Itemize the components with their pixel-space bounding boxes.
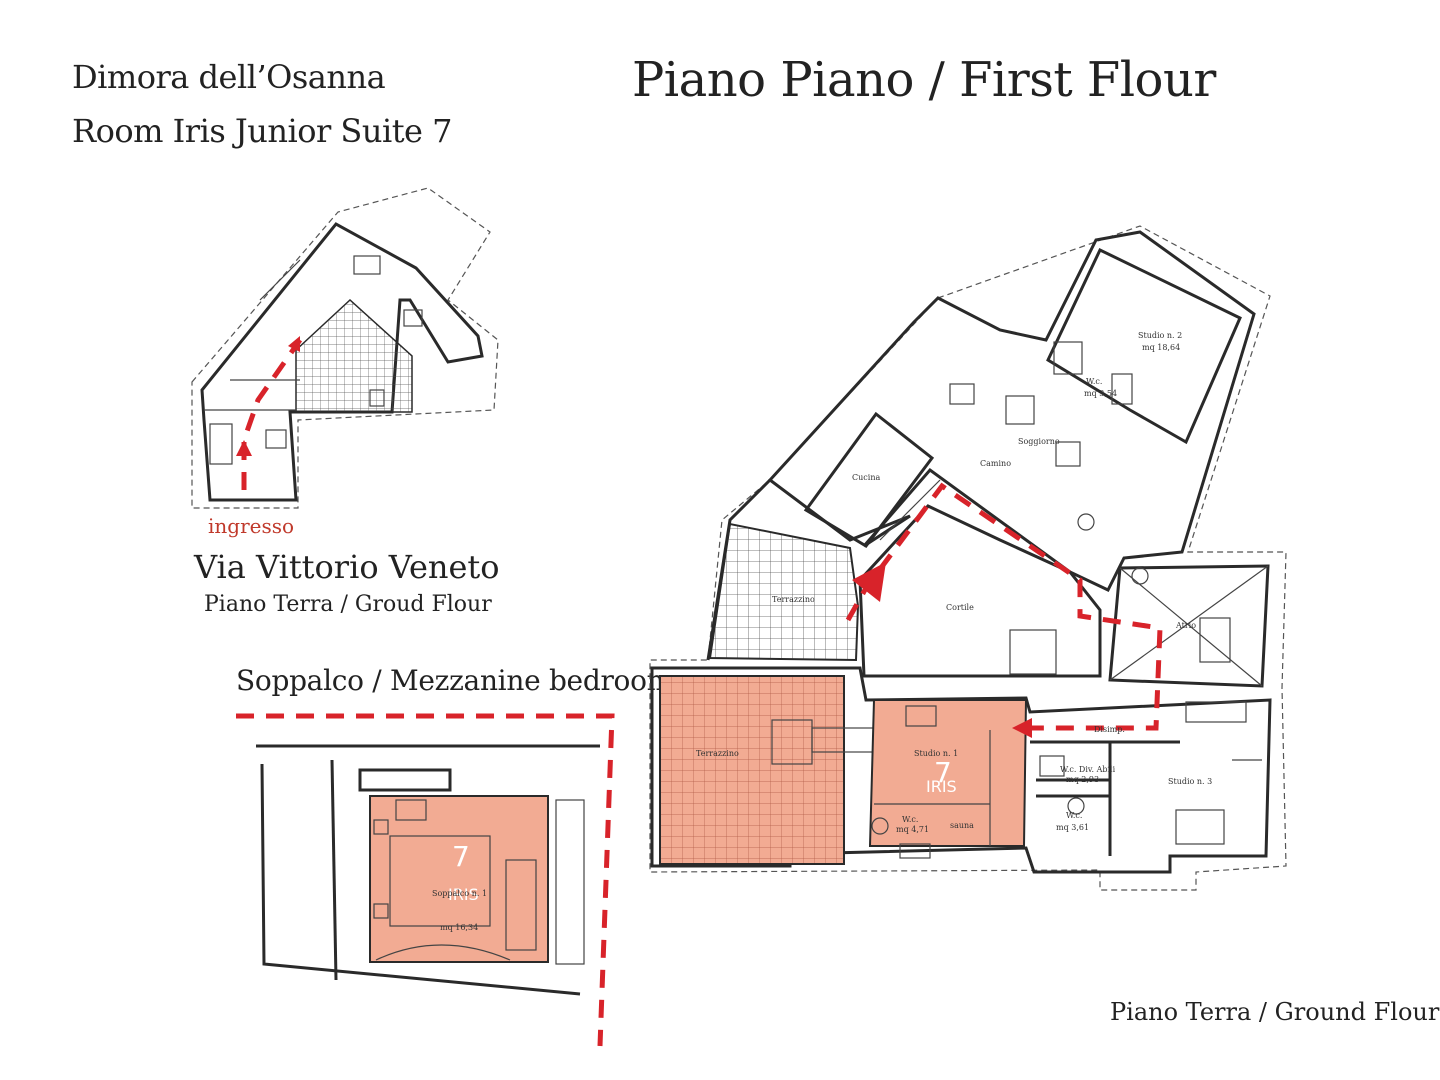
label-sauna: sauna [950,821,974,830]
mezzanine-suite [369,795,549,963]
label-terrazzino-2: Terrazzino [696,749,739,758]
label-wc2: W.c. [902,815,918,824]
ground-floor-label: Piano Terra / Groud Flour [204,592,492,617]
label-soggiorno: Soggiorno [1018,437,1060,446]
floor-title: Piano Piano / First Flour [632,52,1216,108]
suite-number: 7 [934,756,952,789]
suite-name: IRIS [926,777,957,796]
label-terrazzino-1: Terrazzino [772,595,815,604]
ground-floor-plan [191,187,499,509]
mezzanine-title: Soppalco / Mezzanine bedroom [236,664,673,697]
mezzanine-plan: 7 IRIS Soppalco n. 1 mq 16,34 [236,713,615,1047]
label-studio3: Studio n. 3 [1168,777,1212,786]
label-studio2-area: mq 18,64 [1142,343,1180,352]
label-studio1: Studio n. 1 [914,749,958,758]
entrance-label: ingresso [208,514,295,538]
label-cortile: Cortile [946,603,974,612]
mezzanine-area: mq 16,34 [440,923,478,932]
label-wc1-area: mq 3,54 [1084,389,1117,398]
room-name: Room Iris Junior Suite 7 [72,112,453,150]
label-camino: Camino [980,459,1011,468]
label-wc2-area: mq 4,71 [896,825,929,834]
label-wc-div-area: mq 2,93 [1066,775,1099,784]
label-wc1: W.c. [1086,377,1102,386]
label-studio2: Studio n. 2 [1138,331,1182,340]
label-wc3: W.c. [1066,811,1082,820]
footer-floor-label: Piano Terra / Ground Flour [1110,998,1440,1026]
terrace-suite [659,675,845,865]
label-wc3-area: mq 3,61 [1056,823,1089,832]
label-wc-div: W.c. Div. Abili [1060,765,1116,774]
label-atrio: Atrio [1175,621,1196,630]
mezzanine-suite-number: 7 [452,840,470,873]
mezzanine-room-label: Soppalco n. 1 [432,889,487,898]
mezzanine-suite-name: IRIS [448,885,479,904]
label-disimpegno: Disimp. [1094,725,1125,734]
label-cucina: Cucina [852,473,880,482]
street-name: Via Vittorio Veneto [194,548,500,586]
main-floor-plan: 7 IRIS Studio n. 2 mq 18,64 W.c. mq 3,54… [649,225,1287,891]
hotel-name: Dimora dell’Osanna [72,58,386,96]
suite-iris-room [868,699,1028,847]
